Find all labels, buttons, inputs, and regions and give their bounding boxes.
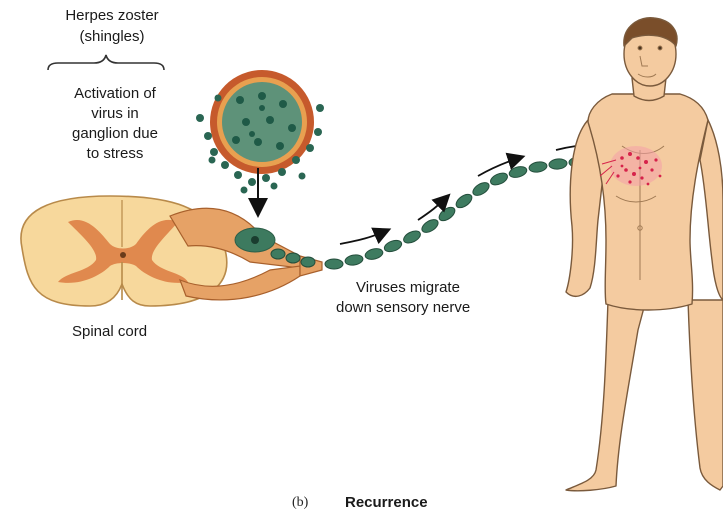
- caption-title: Recurrence: [345, 494, 428, 511]
- spinal-cord-label: Spinal cord: [72, 322, 147, 341]
- activation-label-2: virus in: [40, 104, 190, 123]
- activation-label-1: Activation of: [40, 84, 190, 103]
- brace: [48, 55, 164, 70]
- disease-name: Herpes zoster: [52, 6, 172, 25]
- activation-label-4: to stress: [40, 144, 190, 163]
- caption-letter: (b): [292, 495, 308, 511]
- migration-label-2: down sensory nerve: [336, 298, 470, 317]
- migration-label-1: Viruses migrate: [356, 278, 460, 297]
- activation-label-3: ganglion due: [40, 124, 190, 143]
- disease-common-name: (shingles): [52, 27, 172, 46]
- human-body: [566, 18, 723, 491]
